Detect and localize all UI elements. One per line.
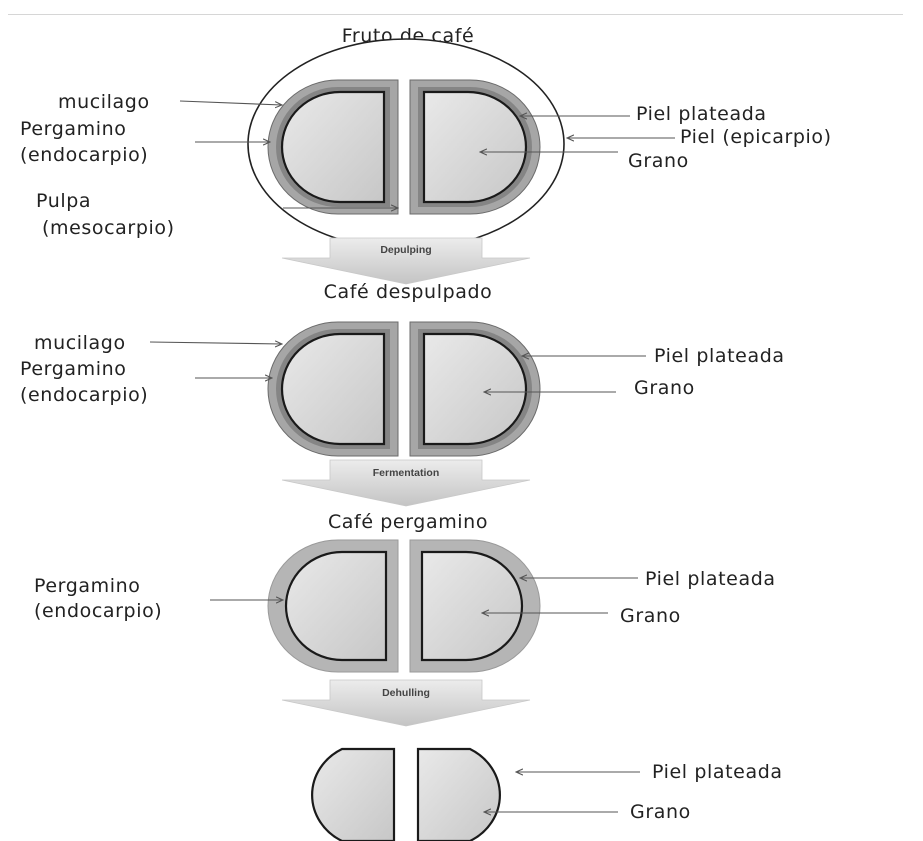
bean-left [312, 749, 394, 841]
step-label-dehulling: Dehulling [382, 687, 430, 699]
label-mesocarpio: (mesocarpio) [42, 217, 175, 239]
label-pergamino: Pergamino [20, 358, 127, 380]
step-label-fermentation: Fermentation [373, 467, 440, 479]
label-piel-epicarpio: Piel (epicarpio) [680, 126, 832, 148]
label-pergamino: Pergamino [34, 575, 141, 597]
stage-green-beans: Piel plateada Grano [312, 749, 782, 841]
label-piel-plateada: Piel plateada [636, 103, 767, 125]
step-label-depulping: Depulping [380, 244, 431, 256]
label-grano: Grano [628, 150, 689, 172]
step-arrow-dehulling: Dehulling [282, 680, 530, 726]
label-mucilago: mucilago [58, 91, 150, 113]
stage-cafe-pergamino: Café pergamino Pergamino (endocarpio) Pi… [34, 511, 776, 672]
label-mucilago: mucilago [34, 332, 126, 354]
label-piel-plateada: Piel plateada [654, 345, 785, 367]
label-piel-plateada: Piel plateada [652, 761, 783, 783]
leader-line [150, 342, 282, 344]
stage2-title: Café despulpado [324, 281, 493, 303]
stage-cafe-despulpado: Café despulpado mucilago Pergamino (endo… [20, 281, 785, 456]
stage-fruto-de-cafe: Fruto de café mucilago Pergamino (endoca… [20, 25, 832, 249]
label-piel-plateada: Piel plateada [645, 568, 776, 590]
label-pergamino: Pergamino [20, 118, 127, 140]
label-pulpa: Pulpa [36, 190, 91, 212]
label-endocarpio: (endocarpio) [20, 384, 148, 406]
bean-right [424, 334, 526, 444]
bean-left [282, 92, 384, 202]
bean-right [424, 92, 526, 202]
bean-right [418, 749, 500, 841]
bean-left [286, 552, 386, 660]
bean-left [282, 334, 384, 444]
stage3-title: Café pergamino [328, 511, 488, 533]
label-endocarpio: (endocarpio) [34, 600, 162, 622]
bean-right [422, 552, 522, 660]
label-grano: Grano [620, 605, 681, 627]
step-arrow-depulping: Depulping [282, 238, 530, 284]
label-grano: Grano [630, 801, 691, 823]
label-endocarpio: (endocarpio) [20, 144, 148, 166]
label-grano: Grano [634, 377, 695, 399]
step-arrow-fermentation: Fermentation [282, 460, 530, 506]
